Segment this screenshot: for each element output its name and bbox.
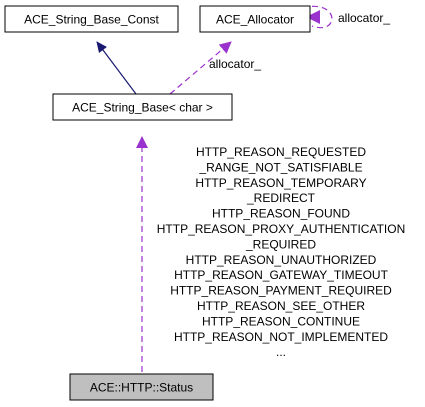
edge-label-reason: _REQUIRED (245, 237, 316, 251)
edge-label-reason: HTTP_REASON_PROXY_AUTHENTICATION (157, 222, 405, 236)
node-allocator[interactable]: ACE_Allocator (199, 5, 311, 33)
node-string-base-const[interactable]: ACE_String_Base_Const (4, 5, 179, 33)
edge-label-reason: _RANGE_NOT_SATISFIABLE (198, 160, 362, 174)
edge-label-reason: HTTP_REASON_NOT_IMPLEMENTED (174, 330, 388, 344)
edge-label-reason: _REDIRECT (246, 191, 316, 205)
node-label-string-base-const: ACE_String_Base_Const (24, 13, 159, 27)
edge-label-reason: HTTP_REASON_CONTINUE (202, 314, 360, 328)
node-string-base[interactable]: ACE_String_Base< char > (52, 93, 233, 121)
edge-label-allocator-self: allocator_ (338, 11, 390, 25)
edge-allocator-self-loop: allocator_ (301, 5, 390, 29)
node-http-status[interactable]: ACE::HTTP::Status (69, 373, 214, 401)
edge-label-reason: HTTP_REASON_FOUND (212, 207, 350, 221)
node-label-string-base: ACE_String_Base< char > (72, 101, 213, 115)
edge-label-reason: HTTP_REASON_REQUESTED (196, 145, 366, 159)
node-label-http-status: ACE::HTTP::Status (90, 381, 193, 395)
edge-string-base-inherits-const (96, 41, 137, 95)
edge-label-reason: HTTP_REASON_TEMPORARY (195, 176, 366, 190)
edge-label-reason: ... (276, 345, 286, 359)
edge-string-base-to-status: HTTP_REASON_REQUESTED_RANGE_NOT_SATISFIA… (136, 136, 405, 372)
edge-allocator-to-string-base: allocator_ (169, 41, 261, 95)
edge-label-allocator: allocator_ (209, 57, 261, 71)
edge-label-reason: HTTP_REASON_GATEWAY_TIMEOUT (174, 268, 388, 282)
edge-label-reason: HTTP_REASON_UNAUTHORIZED (186, 253, 377, 267)
node-label-allocator: ACE_Allocator (216, 13, 294, 27)
edge-label-reason: HTTP_REASON_PAYMENT_REQUIRED (170, 284, 392, 298)
edge-label-reason: HTTP_REASON_SEE_OTHER (197, 299, 365, 313)
edge-label-list: HTTP_REASON_REQUESTED_RANGE_NOT_SATISFIA… (157, 145, 405, 359)
